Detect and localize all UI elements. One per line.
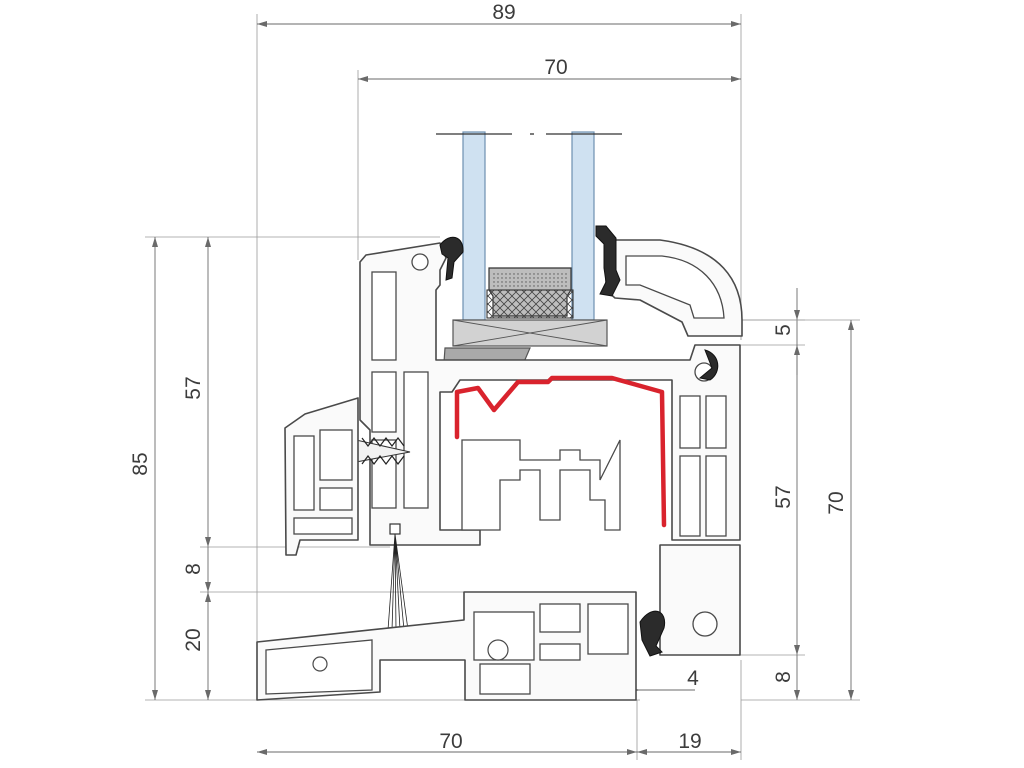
sill-chambers — [265, 603, 629, 695]
dimension-right-overlap: 5 — [772, 324, 795, 336]
glass-pane-outer — [571, 131, 595, 321]
outer-glazing-gasket — [595, 225, 621, 297]
interior-bead-chambers — [293, 429, 353, 535]
steel-reinforcement — [454, 375, 667, 528]
dimension-right-bottom: 8 — [772, 671, 795, 683]
dimension-bottom-frame: 70 — [439, 730, 462, 753]
glass-unit — [436, 131, 622, 321]
inner-glazing-gasket — [439, 236, 464, 281]
dimension-left-overall: 85 — [129, 452, 152, 475]
sash-chambers — [371, 253, 429, 509]
sash-stop-gasket — [698, 349, 719, 381]
glass-pane-inner — [462, 131, 486, 321]
dimension-right-sash: 57 — [772, 485, 795, 508]
dimension-top-overall: 89 — [492, 1, 515, 24]
frame-profile — [659, 544, 741, 656]
dimension-top-frame: 70 — [544, 56, 567, 79]
dimension-right-step: 4 — [687, 667, 699, 690]
frame-center-gasket — [639, 610, 666, 657]
brush-seal — [387, 523, 409, 631]
dimension-left-sill: 20 — [182, 628, 205, 651]
dimension-left-gap: 8 — [182, 563, 205, 575]
sash-inner-structure — [461, 439, 621, 531]
dimension-bottom-sill-ext: 19 — [678, 730, 701, 753]
dimension-right-frame: 70 — [825, 491, 848, 514]
sash-profile — [359, 242, 741, 546]
dimension-left-sash: 57 — [182, 376, 205, 399]
window-profile — [256, 131, 743, 701]
